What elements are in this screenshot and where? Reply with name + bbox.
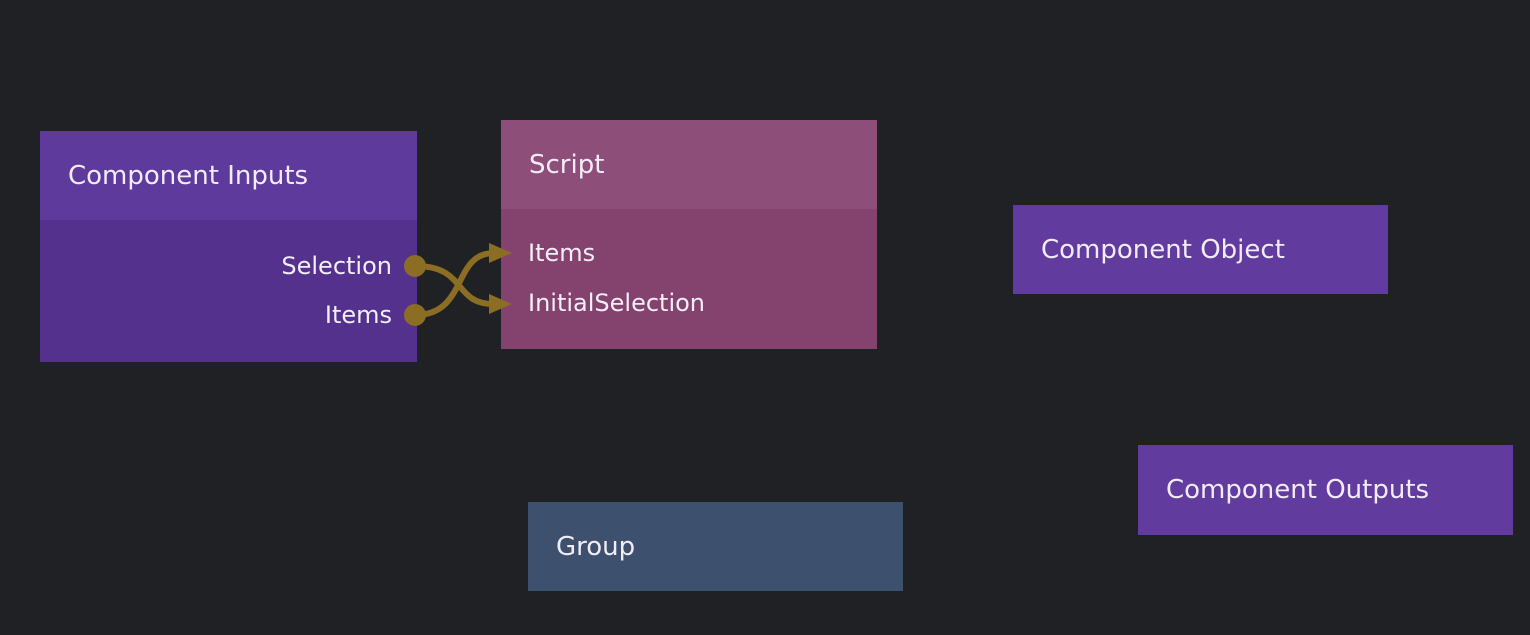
output-port-items[interactable]: Items xyxy=(324,301,392,329)
node-group-header[interactable]: Group xyxy=(528,502,903,591)
node-title: Component Outputs xyxy=(1166,475,1430,505)
connection-wire-selection-to-initialselection[interactable] xyxy=(412,263,497,307)
node-title: Script xyxy=(529,149,605,180)
node-script[interactable]: Script Items InitialSelection xyxy=(501,120,877,349)
node-component-outputs[interactable]: Component Outputs xyxy=(1138,445,1513,535)
input-port-initialselection[interactable]: InitialSelection xyxy=(528,289,706,317)
node-component-object[interactable]: Component Object xyxy=(1013,205,1388,294)
node-title: Component Object xyxy=(1041,234,1285,265)
node-component-inputs[interactable]: Component Inputs Selection Items xyxy=(40,131,417,362)
node-component-object-header[interactable]: Component Object xyxy=(1013,205,1388,294)
node-component-inputs-body: Selection Items xyxy=(40,220,417,362)
node-group[interactable]: Group xyxy=(528,502,903,591)
input-port-items[interactable]: Items xyxy=(528,239,596,267)
connection-wire-items-to-items[interactable] xyxy=(412,250,497,318)
node-title: Group xyxy=(556,531,636,562)
node-script-body: Items InitialSelection xyxy=(501,209,877,349)
output-port-selection[interactable]: Selection xyxy=(281,252,392,280)
node-component-outputs-header[interactable]: Component Outputs xyxy=(1138,445,1513,535)
node-script-header[interactable]: Script xyxy=(501,120,877,209)
node-component-inputs-header[interactable]: Component Inputs xyxy=(40,131,417,220)
node-title: Component Inputs xyxy=(68,160,309,191)
